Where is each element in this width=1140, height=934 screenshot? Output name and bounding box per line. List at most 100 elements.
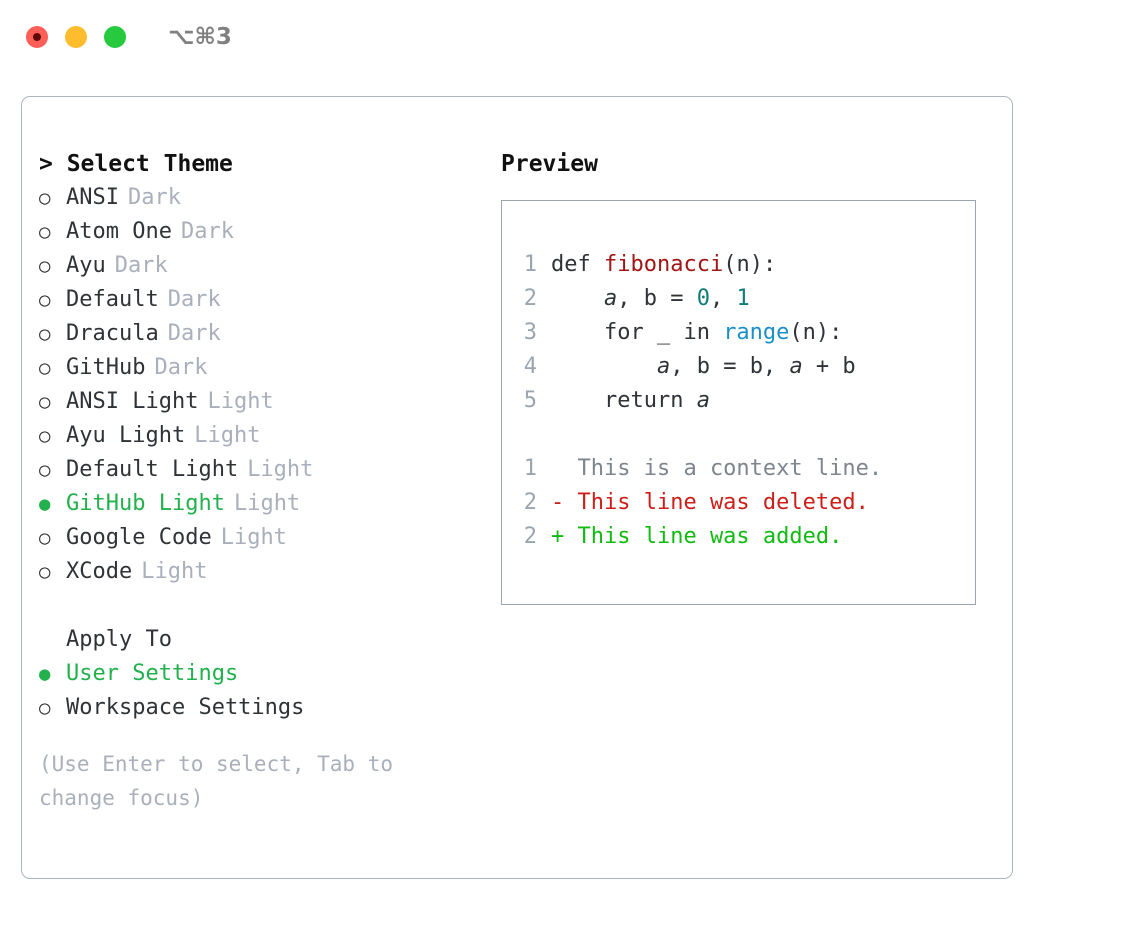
code-text: a, b = 0, 1	[551, 282, 750, 316]
apply-to-option-workspace-settings[interactable]: ○ Workspace Settings	[39, 691, 494, 725]
theme-variant-badge: Light	[247, 457, 314, 482]
radio-unselected-icon: ○	[39, 323, 51, 345]
code-token-plain: (n):	[789, 320, 843, 345]
theme-option-label: Ayu Light	[66, 423, 186, 448]
code-line: 3 for _ in range(n):	[513, 316, 975, 350]
theme-variant-badge: Dark	[127, 185, 181, 210]
line-number: 2	[523, 490, 537, 515]
theme-variant-badge: Light	[194, 423, 261, 448]
maximize-icon[interactable]	[104, 26, 126, 48]
theme-option-label: Default	[66, 287, 159, 312]
code-token-plain: , b = b,	[670, 354, 790, 379]
radio-unselected-icon: ○	[39, 391, 51, 413]
theme-option-label: GitHub Light	[66, 491, 225, 516]
radio-unselected-icon: ○	[39, 527, 51, 549]
code-token-var: a	[789, 354, 803, 379]
theme-option-label: Atom One	[66, 219, 172, 244]
theme-option-label: GitHub	[66, 355, 146, 380]
theme-option-github-light[interactable]: ● GitHub Light Light	[39, 487, 494, 521]
theme-variant-badge: Dark	[180, 219, 234, 244]
code-token-plain	[551, 354, 657, 379]
code-token-call: range	[723, 320, 790, 345]
apply-to-option-user-settings[interactable]: ● User Settings	[39, 657, 494, 691]
theme-variant-badge: Light	[220, 525, 287, 550]
traffic-lights	[26, 26, 126, 48]
code-token-num: 0	[696, 286, 710, 311]
code-text: def fibonacci(n):	[551, 248, 776, 282]
radio-unselected-icon: ○	[39, 425, 51, 447]
line-number: 2	[523, 524, 537, 549]
code-text: for _ in range(n):	[551, 316, 842, 350]
theme-variant-badge: Dark	[167, 321, 221, 346]
theme-option-label: Dracula	[66, 321, 159, 346]
line-number: 4	[523, 354, 537, 379]
code-token-plain: return	[551, 388, 697, 413]
theme-option-label: Default Light	[66, 457, 239, 482]
theme-variant-badge: Light	[233, 491, 301, 516]
code-token-fn: fibonacci	[603, 252, 724, 277]
close-icon[interactable]	[26, 26, 48, 48]
radio-unselected-icon: ○	[39, 561, 51, 583]
theme-variant-badge: Dark	[167, 287, 221, 312]
code-token-var: a	[696, 388, 710, 413]
apply-to-option-label: Workspace Settings	[66, 695, 305, 720]
theme-variant-badge: Dark	[154, 355, 208, 380]
theme-option-default[interactable]: ○ Default Dark	[39, 283, 494, 317]
radio-unselected-icon: ○	[39, 289, 51, 311]
diff-text: - This line was deleted.	[551, 490, 869, 515]
code-text: a, b = b, a + b	[551, 350, 856, 384]
radio-selected-icon: ●	[39, 493, 51, 515]
code-token-plain: for _ in	[551, 320, 724, 345]
line-number: 2	[523, 286, 537, 311]
apply-to-option-label: User Settings	[66, 661, 239, 686]
section-spacer	[39, 589, 494, 623]
code-diff-gap	[513, 418, 975, 452]
code-token-plain: + b	[802, 354, 856, 379]
theme-option-ayu-light[interactable]: ○ Ayu Light Light	[39, 419, 494, 453]
radio-selected-icon: ●	[39, 663, 51, 685]
theme-option-label: Google Code	[66, 525, 212, 550]
code-token-plain: , b =	[617, 286, 697, 311]
code-token-plain: ,	[709, 286, 737, 311]
code-token-var: a	[656, 354, 671, 379]
radio-unselected-icon: ○	[39, 255, 51, 277]
line-number: 5	[523, 388, 537, 413]
line-number: 3	[523, 320, 537, 345]
code-token-var: a	[603, 286, 618, 311]
code-token-plain: def	[551, 252, 604, 277]
theme-option-google-code[interactable]: ○ Google Code Light	[39, 521, 494, 555]
code-token-plain: (n):	[723, 252, 777, 277]
theme-option-label: XCode	[66, 559, 133, 584]
apply-to-heading: Apply To	[66, 627, 172, 652]
diff-block: 1 This is a context line. 2 - This line wa…	[513, 452, 975, 554]
diff-text: + This line was added.	[551, 524, 843, 549]
diff-line-context: 1 This is a context line.	[513, 452, 975, 486]
keyboard-hint: (Use Enter to select, Tab to change focu…	[39, 752, 406, 810]
code-token-num: 1	[736, 286, 750, 311]
shortcut-label: ⌥⌘3	[168, 24, 232, 50]
code-line: 4 a, b = b, a + b	[513, 350, 975, 384]
line-number: 1	[523, 252, 537, 277]
radio-unselected-icon: ○	[39, 221, 51, 243]
code-line: 1 def fibonacci(n):	[513, 248, 975, 282]
code-text: return a	[551, 384, 710, 418]
radio-unselected-icon: ○	[39, 697, 51, 719]
code-token-plain	[551, 286, 604, 311]
theme-variant-badge: Dark	[114, 253, 168, 278]
theme-option-atom-one[interactable]: ○ Atom One Dark	[39, 215, 494, 249]
diff-text: This is a context line.	[551, 456, 883, 481]
preview-title: Preview	[501, 151, 598, 177]
theme-option-dracula[interactable]: ○ Dracula Dark	[39, 317, 494, 351]
minimize-icon[interactable]	[65, 26, 87, 48]
